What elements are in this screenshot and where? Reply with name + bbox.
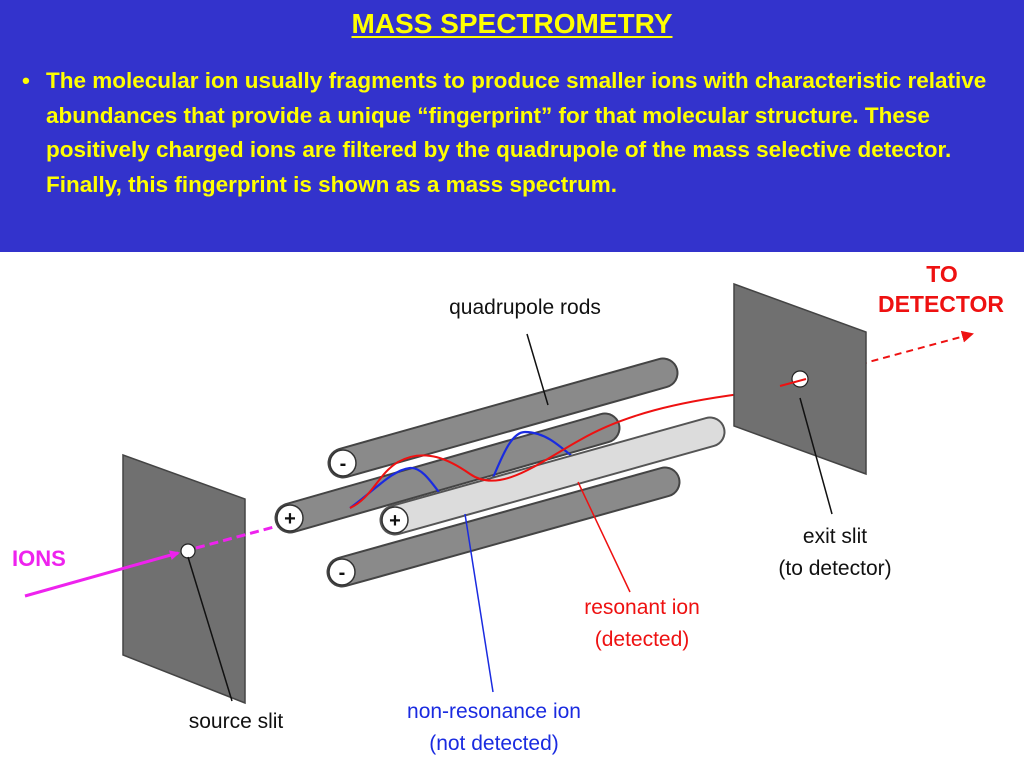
rod-bottom-sign: - xyxy=(339,562,346,584)
rod-front-right xyxy=(379,416,726,536)
nonresonant-leader-line xyxy=(464,513,494,693)
label-exit-slit: exit slit xyxy=(803,525,867,548)
source-slit-plate xyxy=(122,453,246,705)
rod-back-left-sign: + xyxy=(284,508,296,530)
rod-bottom xyxy=(326,466,681,588)
label-quadrupole-rods: quadrupole rods xyxy=(449,296,601,319)
rod-front-right-sign: + xyxy=(389,510,401,532)
exit-slit-hole xyxy=(791,370,809,388)
ions-beam-incoming xyxy=(24,550,180,598)
quadrupole-leader-line xyxy=(526,333,549,406)
label-resonant-ion-note: (detected) xyxy=(595,628,690,651)
resonant-ion-through-exit xyxy=(779,378,807,387)
rod-top xyxy=(327,357,679,479)
label-to: TO xyxy=(926,261,958,287)
bullet-dot-icon: • xyxy=(22,68,30,93)
label-resonant-ion: resonant ion xyxy=(584,596,700,619)
label-exit-slit-note: (to detector) xyxy=(778,557,891,580)
label-detector: DETECTOR xyxy=(878,291,1004,317)
resonant-leader-line xyxy=(577,481,631,593)
slide-title: MASS SPECTROMETRY xyxy=(351,8,673,39)
exit-slit-leader-line xyxy=(799,397,833,515)
bullet-point: • The molecular ion usually fragments to… xyxy=(22,64,1012,202)
quadrupole-diagram: + - + - quadrupole rods TO DETECTOR IONS… xyxy=(0,252,1024,768)
label-source-slit: source slit xyxy=(189,710,284,733)
label-nonresonant-ion: non-resonance ion xyxy=(407,700,581,723)
rod-back-left xyxy=(274,412,621,534)
source-slit-hole xyxy=(180,543,196,559)
label-nonresonant-ion-note: (not detected) xyxy=(429,732,559,755)
source-slit-leader-line xyxy=(187,556,233,702)
label-ions: IONS xyxy=(12,546,66,571)
bullet-text: The molecular ion usually fragments to p… xyxy=(46,68,987,197)
rod-top-sign: - xyxy=(340,453,347,475)
